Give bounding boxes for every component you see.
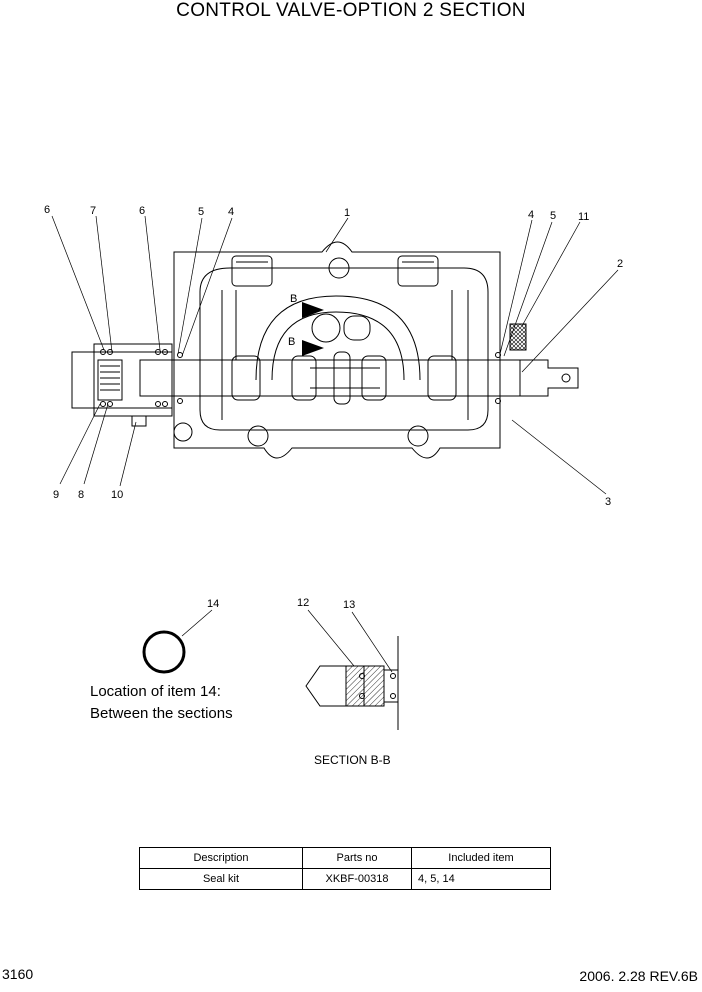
table-header-row: Description Parts no Included item	[139, 847, 551, 869]
callout-4-left: 4	[228, 206, 234, 218]
callout-3: 3	[605, 496, 611, 508]
header-included-item: Included item	[411, 847, 551, 869]
end-cap	[71, 343, 501, 427]
revision-date: 2006. 2.28 REV.6B	[579, 968, 698, 984]
table-row: Seal kit XKBF-00318 4, 5, 14	[139, 868, 551, 890]
parts-table: Description Parts no Included item Seal …	[139, 847, 551, 890]
callout-11: 11	[578, 211, 589, 223]
header-description: Description	[139, 847, 303, 869]
page-title: CONTROL VALVE-OPTION 2 SECTION	[176, 0, 526, 21]
section-b-b-label: SECTION B-B	[314, 753, 391, 767]
callout-6-right: 6	[139, 205, 145, 217]
leader-14	[181, 609, 213, 637]
callout-14: 14	[207, 598, 219, 610]
callout-2: 2	[617, 258, 623, 270]
section-b-b-detail	[305, 636, 399, 730]
item-14-location-note: Location of item 14: Between the section…	[90, 681, 233, 725]
valve-body	[173, 241, 501, 459]
callout-8: 8	[78, 489, 84, 501]
section-arrow-upper	[302, 302, 324, 318]
note-line-2: Between the sections	[90, 705, 233, 722]
page-number: 3160	[2, 966, 34, 982]
callout-5-right: 5	[550, 210, 556, 222]
header-parts-no: Parts no	[302, 847, 412, 869]
note-line-1: Location of item 14:	[90, 683, 221, 700]
leader-lines	[51, 215, 619, 495]
section-mark-b-upper: B	[290, 293, 297, 305]
cell-description: Seal kit	[139, 868, 303, 890]
section-arrow-lower	[302, 340, 324, 356]
section-leaders	[307, 609, 393, 673]
callout-6-left: 6	[44, 204, 50, 216]
callout-13: 13	[343, 599, 355, 611]
cell-included-item: 4, 5, 14	[411, 868, 551, 890]
callout-1: 1	[344, 207, 350, 219]
spool	[139, 351, 579, 405]
section-mark-b-lower: B	[288, 336, 295, 348]
callout-9: 9	[53, 489, 59, 501]
callout-5-left: 5	[198, 206, 204, 218]
callout-4-right: 4	[528, 209, 534, 221]
callout-7: 7	[90, 205, 96, 217]
o-ring-item-14	[142, 630, 186, 674]
callout-12: 12	[297, 597, 309, 609]
cell-parts-no: XKBF-00318	[302, 868, 412, 890]
wiper-seal	[509, 323, 527, 351]
callout-10: 10	[111, 489, 123, 501]
